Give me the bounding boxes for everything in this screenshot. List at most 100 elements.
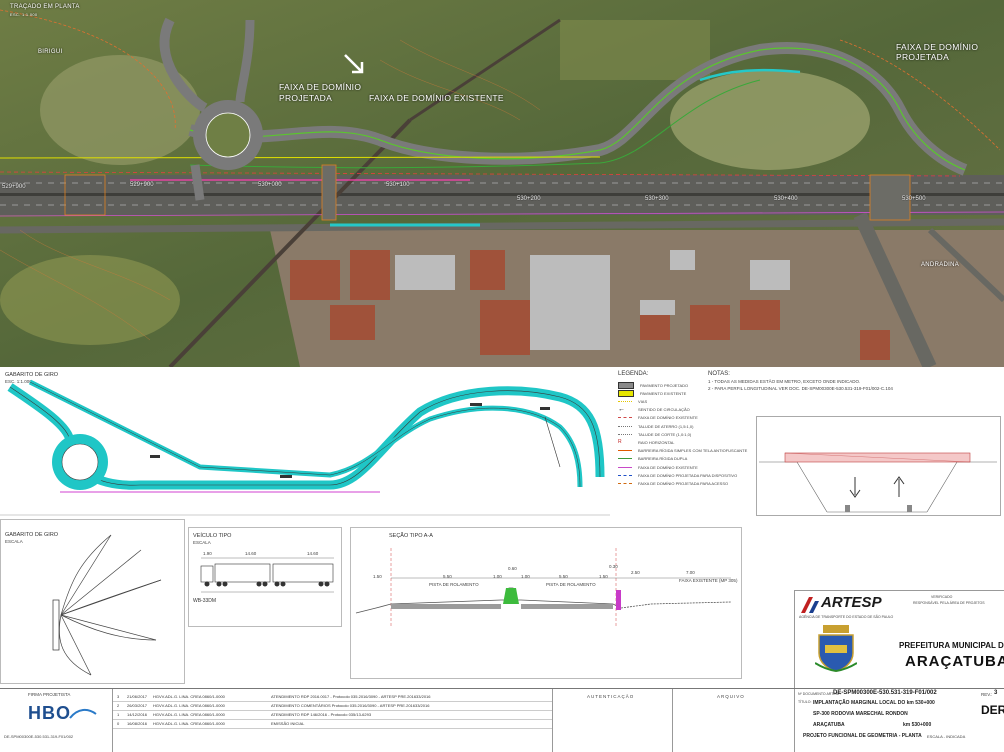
note-item: 1 - TODAS AS MEDIDAS ESTÃO EM METRO, EXC… (708, 379, 861, 384)
right-code: DER (981, 703, 1004, 717)
aerial-scale: ESC. 1:1.000 (10, 12, 38, 17)
veiculo-name: WB-33DM (193, 598, 217, 604)
legend-label: VIAS (638, 398, 648, 404)
section-dim: 1.00 (493, 574, 502, 579)
legend-swatch (618, 458, 632, 460)
legend-label: PAVIMENTO PROJETADO (640, 382, 689, 388)
legend-item: TALUDE DE ATERRO (1,5:1,0) (618, 422, 693, 430)
faixa-existente-label: FAIXA DE DOMÍNIO EXISTENTE (369, 93, 504, 103)
gabarito-bottom-title: GABARITO DE GIRO (5, 532, 59, 538)
revision-date: 16/08/2016 (127, 721, 148, 726)
legend-swatch (618, 474, 632, 476)
city-name: ARAÇATUBA (905, 653, 1004, 670)
title-block: FIRMA PROJETISTA HBO DE-SPM00300E-530.53… (0, 688, 1004, 752)
legend-swatch (618, 425, 632, 427)
section-dim: 5.50 (443, 574, 452, 579)
station-label: 530+100 (386, 182, 410, 188)
legend-label: BARREIRA RÍGIDA SIMPLES COM TELA ANTIOFU… (638, 448, 748, 454)
document-info-box: Nº DOCUMENTO ARTESP: DE-SPM00300E-530.53… (794, 689, 1004, 752)
legend-item: FAIXA DE DOMÍNIO EXISTENTE (618, 414, 698, 422)
station-label: 530+000 (258, 182, 282, 188)
revision-date: 21/06/2017 (127, 694, 148, 699)
section-dim: 0.30 (609, 564, 618, 569)
artesp-logo-text: ARTESP (821, 594, 882, 611)
section-label: PISTA DE ROLAMENTO (546, 582, 596, 587)
notes-panel: NOTAS: 1 - TODAS AS MEDIDAS ESTÃO EM MET… (708, 371, 1004, 411)
legend-swatch (618, 450, 632, 452)
legend-swatch: ← (618, 406, 625, 414)
legend-item: ← SENTIDO DE CIRCULAÇÃO (618, 406, 690, 414)
aerial-plan: TRAÇADO EM PLANTA ESC. 1:1.000 BIRIGUI F… (0, 0, 1004, 367)
trecho-value: ARAÇATUBA (813, 722, 845, 728)
station-label: 529+900 (130, 182, 154, 188)
autenticacao-label: AUTENTICAÇÃO (587, 694, 635, 699)
titulo-label: TÍTULO: (798, 700, 812, 704)
veiculo-dim: 14.60 (307, 551, 319, 556)
veiculo-tipo-panel: VEÍCULO TIPO ESCALA 1.90 14.60 14.60 WB-… (188, 527, 342, 627)
legend-swatch (618, 389, 634, 397)
legend-title: LEGENDA: (618, 371, 649, 377)
legend-item: PAVIMENTO PROJETADO (618, 381, 688, 389)
revision-n: 3 (117, 694, 120, 699)
section-dim: 1.00 (521, 574, 530, 579)
firma-projetista-label: FIRMA PROJETISTA (28, 692, 71, 697)
responsavel-label: RESPONSÁVEL PELA ÁREA DE PROJETOS (913, 601, 985, 605)
birigui-label: BIRIGUI (38, 49, 63, 55)
legend-swatch (618, 400, 632, 402)
legend-label: SENTIDO DE CIRCULAÇÃO (638, 407, 690, 413)
legend-label: BARREIRA RÍGIDA DUPLA (638, 456, 688, 462)
revision-desc: ATENDIMENTO RDP 146/2016 - Protocolo 035… (271, 712, 372, 717)
revision-by: HGVV.ADL.G. LINA. CREA 0860/1-0000 (153, 712, 225, 717)
rev-value: 3 (994, 690, 998, 696)
hbo-logo-text: HBO (28, 703, 71, 723)
revision-n: 1 (117, 712, 120, 717)
cross-section-drawing (355, 548, 732, 628)
faixa-projetada-left-2: PROJETADA (279, 93, 333, 103)
rev-label: REV.: (981, 692, 993, 697)
legend-item: BARREIRA RÍGIDA SIMPLES COM TELA ANTIOFU… (618, 447, 747, 455)
city-coat-of-arms-icon (815, 625, 857, 672)
veiculo-dim: 1.90 (203, 551, 212, 556)
revision-by: HGVV.ADL.G. LINA. CREA 0860/1-0000 (153, 703, 225, 708)
overpass-section-drawing (759, 452, 997, 513)
note-item: 2 - PARA PERFIL LONGITUDINAL VER DOC. DE… (708, 386, 893, 391)
gabarito-top-scale: ESC. 1:1.000 (5, 379, 32, 384)
revision-desc: ATENDIMENTO RDP 2016.0017 - Protocolo 03… (271, 694, 431, 699)
revision-n: 2 (117, 703, 120, 708)
revision-desc: ATENDIMENTO COMENTÁRIOS Protocolo 035.20… (271, 703, 430, 708)
escala-value: ESCALA - INDICADA (927, 734, 966, 739)
aerial-title: TRAÇADO EM PLANTA (10, 4, 80, 10)
veiculo-scale: ESCALA (193, 540, 211, 545)
andradina-label: ANDRADINA (921, 262, 960, 268)
autenticacao-box: AUTENTICAÇÃO (552, 689, 673, 752)
veiculo-title: VEÍCULO TIPO (193, 533, 232, 539)
artesp-block: ARTESP AGÊNCIA DE TRANSPORTE DO ESTADO D… (794, 590, 1004, 690)
legend-label: FAIXA DE DOMÍNIO PROJETADA PARA ACESSO (638, 480, 729, 486)
legend-item: BARREIRA RÍGIDA DUPLA (618, 455, 687, 463)
gabarito-giro-top-panel: GABARITO DE GIRO ESC. 1:1.000 (0, 367, 610, 517)
km-value: km 530+000 (903, 722, 932, 728)
faixa-projetada-right-1: FAIXA DE DOMÍNIO (896, 42, 979, 52)
gabarito-giro-bottom-panel: GABARITO DE GIRO ESCALA (0, 519, 185, 684)
footer-doc-code: DE-SPM00300E-530.531-319-F01/002 (4, 734, 74, 739)
verificado-label: VERIFICADO (931, 595, 953, 599)
arquivo-label: ARQUIVO (717, 694, 745, 699)
artesp-sub: AGÊNCIA DE TRANSPORTE DO ESTADO DE SÃO P… (799, 615, 894, 619)
legend-item: PAVIMENTO EXISTENTE (618, 389, 686, 397)
section-dim: 1.50 (373, 574, 382, 579)
revision-desc: EMISSÃO INICIAL (271, 721, 305, 726)
legend-label: FAIXA DE DOMÍNIO EXISTENTE (638, 464, 698, 470)
station-label: 530+300 (645, 196, 669, 202)
section-dim: 1.50 (599, 574, 608, 579)
legend-item: TALUDE DE CORTE (1,0:1,0) (618, 430, 691, 438)
rodovia-value: SP-300 RODOVIA MARECHAL RONDON (813, 711, 908, 717)
section-detail-panel (756, 416, 1001, 516)
veiculo-dim: 14.60 (245, 551, 257, 556)
station-label: 530+200 (517, 196, 541, 202)
station-label: 530+500 (902, 196, 926, 202)
